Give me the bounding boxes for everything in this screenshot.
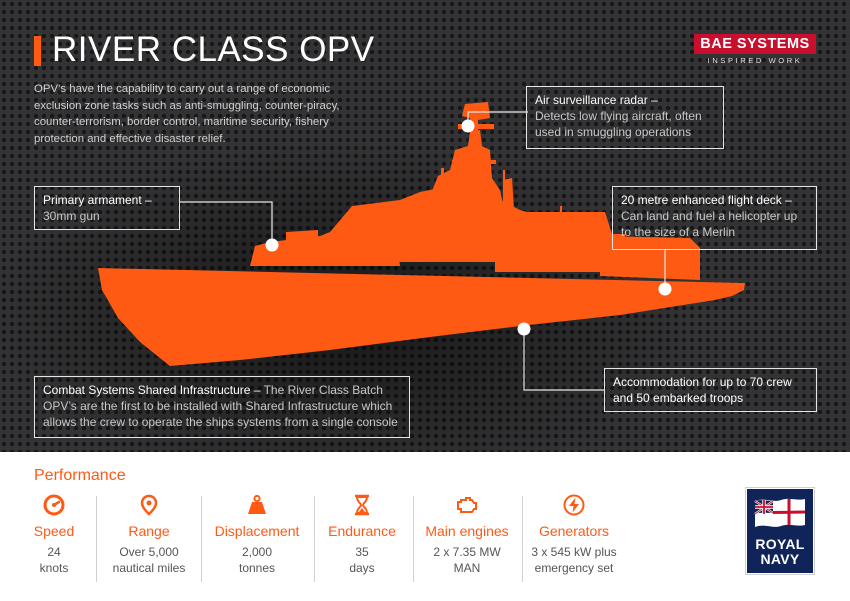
divider [96,496,97,582]
stat-range-value: Over 5,000 nautical miles [112,545,186,575]
stat-displacement-label: Displacement [214,523,300,539]
performance-title: Performance [34,467,126,484]
callout-combat-systems: Combat Systems Shared Infrastructure – T… [34,376,410,438]
callout-armament-text: 30mm gun [43,209,100,223]
stat-generators: Generators 3 x 545 kW plus emergency set [526,494,622,584]
white-ensign-icon [754,498,806,527]
stat-generators-label: Generators [538,523,610,539]
hourglass-icon [355,494,369,516]
divider [522,496,523,582]
stat-main-engines-value: 2 x 7.35 MW MAN [433,545,501,575]
royal-navy-wordmark: ROYAL NAVY [747,537,813,567]
stat-endurance-value: 35 days [349,545,375,575]
divider [314,496,315,582]
royal-navy-line2: NAVY [760,551,800,567]
stat-speed: Speed 24 knots [24,494,84,584]
ship-silhouette [98,102,745,366]
callout-armament-heading: Primary armament – [43,193,152,207]
brand-tagline: INSPIRED WORK [707,56,803,65]
callout-combat-heading: Combat Systems Shared Infrastructure – [43,383,261,397]
callout-flight-deck: 20 metre enhanced flight deck – Can land… [612,186,817,250]
stat-range: Range Over 5,000 nautical miles [104,494,194,584]
speedometer-icon [43,494,65,516]
stat-endurance-label: Endurance [328,523,396,539]
stat-generators-value: 3 x 545 kW plus emergency set [531,545,617,575]
marker-accommodation [517,322,531,336]
marker-radar [461,119,475,133]
intro-paragraph: OPV’s have the capability to carry out a… [34,83,340,145]
royal-navy-logo: ROYAL NAVY [745,487,815,575]
performance-panel: Performance Speed 24 knots Range Over 5,… [0,452,850,601]
stat-speed-label: Speed [33,523,75,539]
callout-radar: Air surveillance radar – Detects low fly… [526,86,724,149]
callout-accommodation-text: Accommodation for up to 70 crew and 50 e… [613,375,792,405]
hero-panel: RIVER CLASS OPV OPV’s have the capabilit… [0,0,850,452]
lightning-icon [563,494,585,516]
stat-displacement-value: 2,000 tonnes [238,545,276,575]
page-title: RIVER CLASS OPV [52,30,375,69]
stat-endurance: Endurance 35 days [322,494,402,584]
brand-name: BAE SYSTEMS [700,36,810,52]
engine-icon [457,497,477,513]
callout-radar-text: Detects low flying aircraft, often used … [535,109,702,139]
marker-flight-deck [658,282,672,296]
stat-speed-value: 24 knots [39,545,69,575]
callout-flight-deck-text: Can land and fuel a helicopter up to the… [621,209,798,239]
callout-flight-deck-heading: 20 metre enhanced flight deck – [621,193,792,207]
divider [201,496,202,582]
weight-icon [248,494,266,514]
stat-range-label: Range [128,523,170,539]
bae-systems-logo: BAE SYSTEMS [694,34,816,54]
ship-illustration [98,102,745,391]
divider [413,496,414,582]
callout-markers [265,119,672,336]
stat-main-engines-label: Main engines [425,523,509,539]
royal-navy-line1: ROYAL [755,536,805,552]
location-pin-icon [140,494,158,516]
title-accent-bar [34,36,41,66]
callout-accommodation: Accommodation for up to 70 crew and 50 e… [604,368,817,412]
stat-displacement: Displacement 2,000 tonnes [208,494,306,584]
marker-armament [265,238,279,252]
callout-combat-text: The River Class Batch OPV’s are the firs… [43,383,398,429]
callout-radar-heading: Air surveillance radar – [535,93,658,107]
callout-armament: Primary armament – 30mm gun [34,186,180,230]
stat-main-engines: Main engines 2 x 7.35 MW MAN [420,494,514,584]
